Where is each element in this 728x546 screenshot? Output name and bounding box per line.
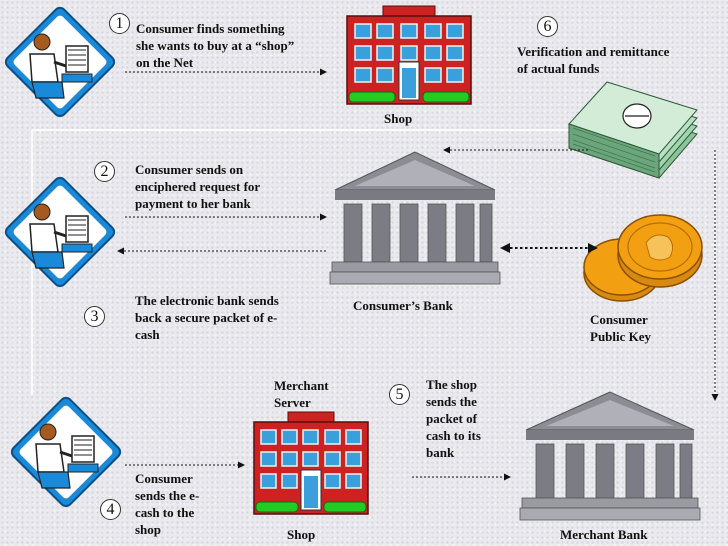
step-number-2: 2 — [94, 161, 115, 182]
consumer-computer-icon-3 — [8, 392, 124, 517]
step-number-6: 6 — [537, 16, 558, 37]
cash-stack-icon — [563, 78, 703, 198]
step-text-4: Consumer sends the e-cash to the shop — [135, 471, 200, 537]
step-text-3: The electronic bank sends back a secure … — [135, 293, 279, 342]
step-text-5: The shop sends the packet of cash to its… — [426, 377, 481, 460]
merchant-bank-icon — [519, 390, 701, 527]
shop-label-top: Shop — [384, 111, 413, 126]
step-text-1: Consumer finds something she wants to bu… — [136, 21, 295, 70]
consumer-computer-icon-2 — [2, 172, 118, 297]
coins-icon — [580, 205, 710, 315]
consumer-bank-icon — [329, 150, 501, 295]
shop-building-icon-bottom — [252, 411, 370, 521]
step-number-5: 5 — [389, 384, 410, 405]
consumer-public-key-label: Consumer Public Key — [590, 312, 652, 344]
step-number-4: 4 — [100, 499, 121, 520]
consumer-bank-label: Consumer’s Bank — [353, 298, 453, 313]
merchant-bank-label: Merchant Bank — [560, 527, 648, 542]
step-text-2: Consumer sends on enciphered request for… — [135, 162, 260, 211]
shop-building-icon-top — [345, 5, 473, 111]
shop-label-bottom: Shop — [287, 527, 316, 542]
merchant-server-label: Merchant Server — [274, 378, 329, 410]
step-number-1: 1 — [109, 13, 130, 34]
step-number-3: 3 — [84, 306, 105, 327]
step-text-6: Verification and remittance of actual fu… — [517, 44, 670, 76]
consumer-computer-icon-1 — [2, 2, 118, 127]
